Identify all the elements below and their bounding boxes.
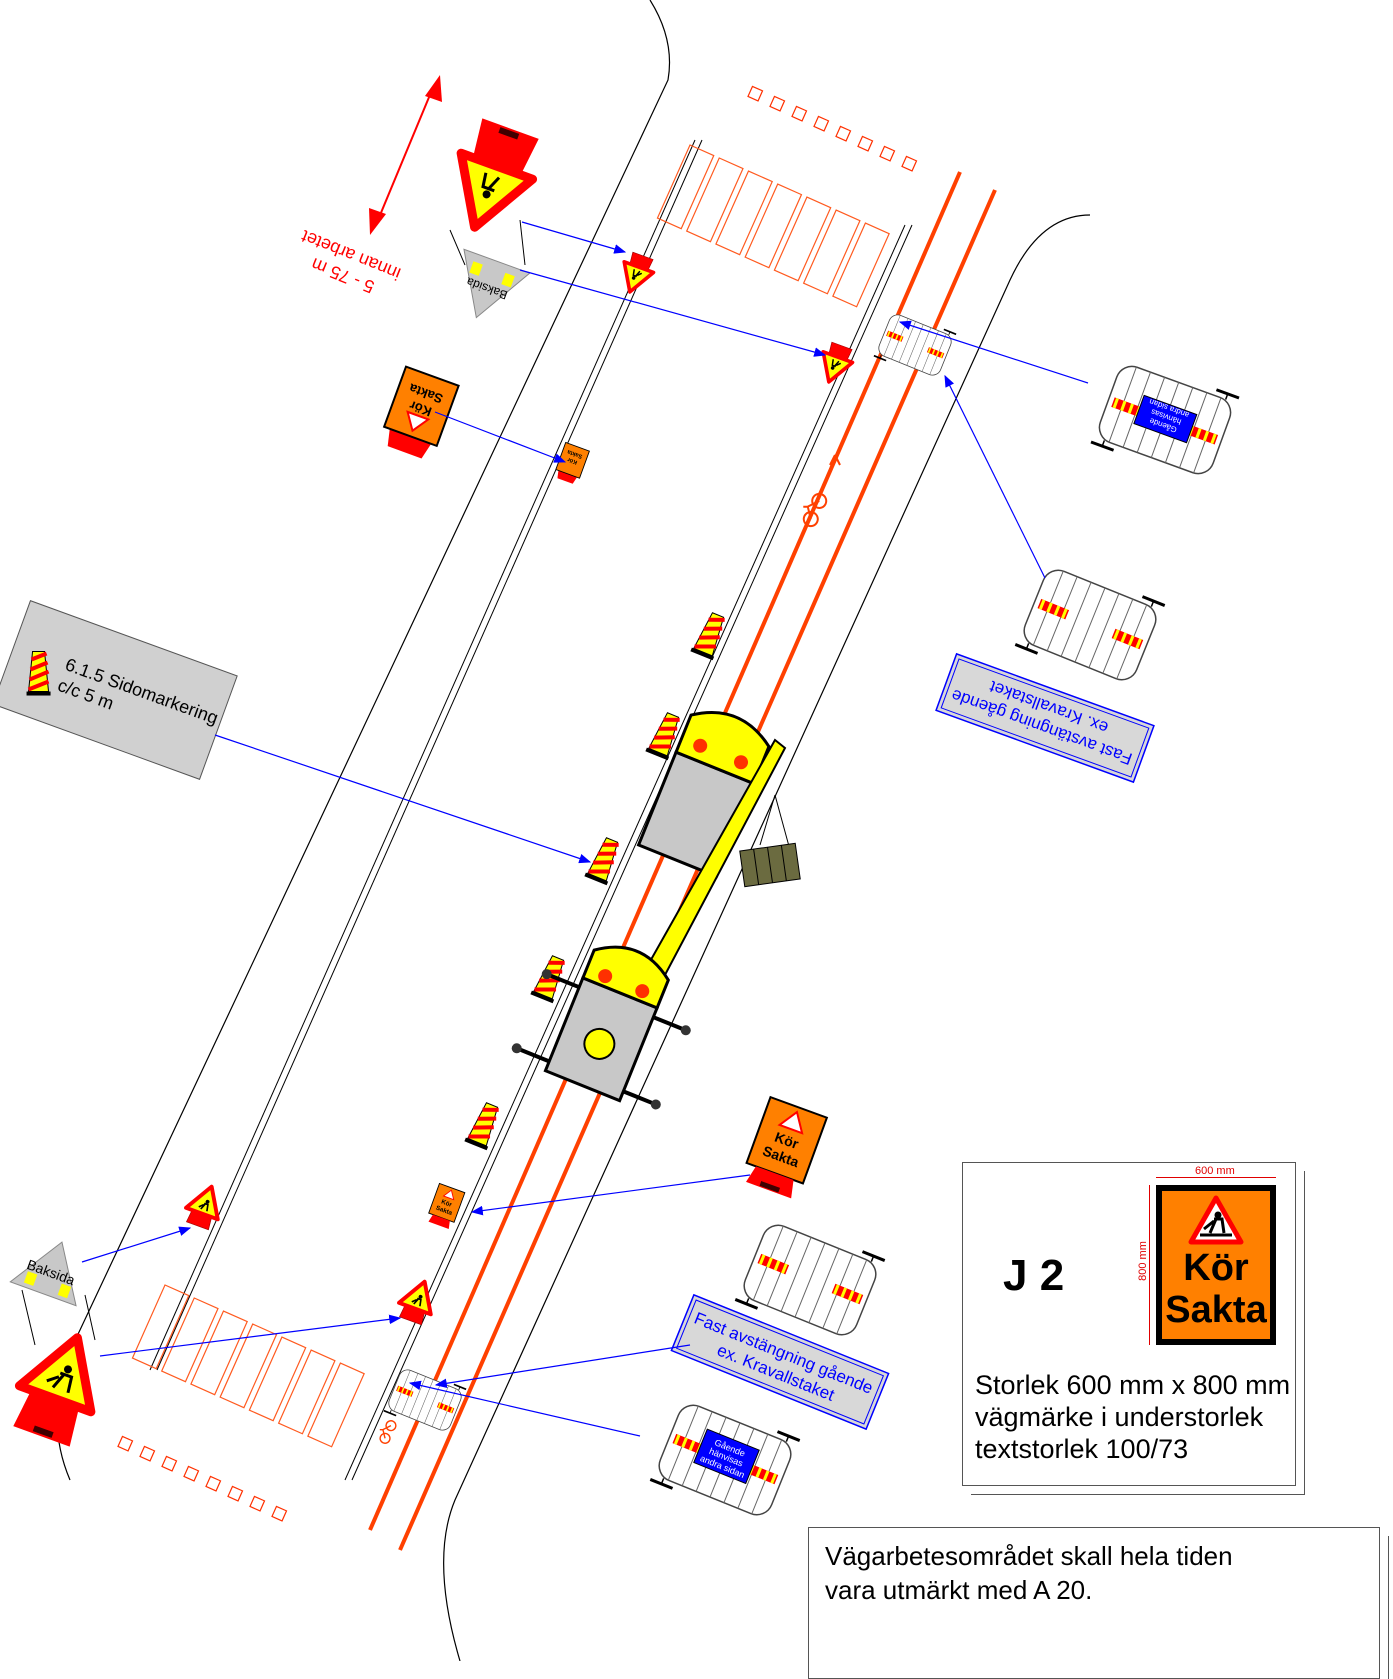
kor-sakta-right-line1: Kör [773, 1129, 802, 1152]
sidewalk-line-mid-a [344, 224, 906, 1481]
crosswalk-bottom [131, 1284, 365, 1448]
j2-code: J 2 [1003, 1251, 1065, 1300]
a20-sign-small-1 [613, 248, 660, 300]
sidomarkering-plate: 6.1.5 Sidomarkering c/c 5 m [0, 600, 238, 780]
sidewalk-line-mid-b [351, 224, 913, 1481]
marker-squares-top [747, 85, 918, 172]
j2-width-dimension [1156, 1177, 1276, 1178]
kor-sakta-sign-right: Kör Sakta [745, 1095, 829, 1199]
a20-sign-small-3 [179, 1178, 230, 1234]
sidewalk-line-left-b [156, 139, 703, 1371]
roadwork-icon [1188, 1195, 1244, 1245]
bollard-4 [528, 951, 572, 1006]
a20-sign-small-4 [392, 1273, 443, 1329]
crosswalk-top [656, 144, 890, 308]
kor-sakta-small-top-line2: Sakta [566, 448, 583, 459]
barrier-top-right: Gående hänvisas andra sidan [1089, 354, 1241, 486]
j2-desc-2: vägmärke i understorlek [975, 1402, 1264, 1432]
kor-sakta-small-bottom-line1: Kör [440, 1198, 453, 1208]
j2-info-panel: J 2 600 mm 800 mm Kör Sakta Storlek 600 … [962, 1162, 1296, 1486]
kor-sakta-small-top-line1: Kör [566, 456, 578, 465]
kor-sakta-sign-small-top: Kör Sakta [555, 441, 590, 484]
kor-sakta-sign-small-bottom: Kör Sakta [428, 1182, 466, 1229]
bollard-1 [688, 608, 732, 663]
j2-height-dimension [1149, 1185, 1150, 1345]
bollard-5 [462, 1098, 506, 1153]
j2-sign-line2: Sakta [1165, 1289, 1267, 1331]
leader-arrows [81, 221, 1089, 1437]
bicycle-arrow-top [827, 454, 841, 476]
baksida-plate-bottom: Baksida [9, 1241, 77, 1307]
j2-desc-1: Storlek 600 mm x 800 mm [975, 1370, 1291, 1400]
j2-sign: Kör Sakta [1156, 1185, 1276, 1345]
crane-base [511, 945, 691, 1110]
marker-squares-bottom [117, 1435, 288, 1522]
barrier-mid-right [1013, 557, 1167, 693]
bicycle-icon-bottom [379, 1420, 397, 1444]
barrier-bottom: Gående hänvisas andra sidan [648, 1392, 802, 1528]
a20-sign-large-bottom [13, 1333, 96, 1447]
right-road-edge [443, 214, 1091, 1661]
distance-arrow [369, 75, 442, 235]
note-panel: Vägarbetesområdet skall hela tiden vara … [808, 1527, 1380, 1679]
a20-sign-large-top [456, 118, 539, 232]
j2-sign-line1: Kör [1183, 1247, 1249, 1289]
kor-sakta-sign-top: Kör Sakta [382, 365, 460, 459]
j2-width-label: 600 mm [1195, 1165, 1235, 1177]
baksida-plate-top: Baksida [463, 248, 531, 319]
note-line2: vara utmärkt med A 20. [825, 1575, 1093, 1605]
bollard-3 [582, 833, 626, 888]
note-line1: Vägarbetesområdet skall hela tiden [825, 1541, 1233, 1571]
bicycle-icon-top [802, 492, 828, 528]
j2-height-label: 800 mm [1136, 1241, 1149, 1281]
j2-desc-3: textstorlek 100/73 [975, 1434, 1189, 1464]
sidewalk-line-left-a [149, 139, 696, 1371]
